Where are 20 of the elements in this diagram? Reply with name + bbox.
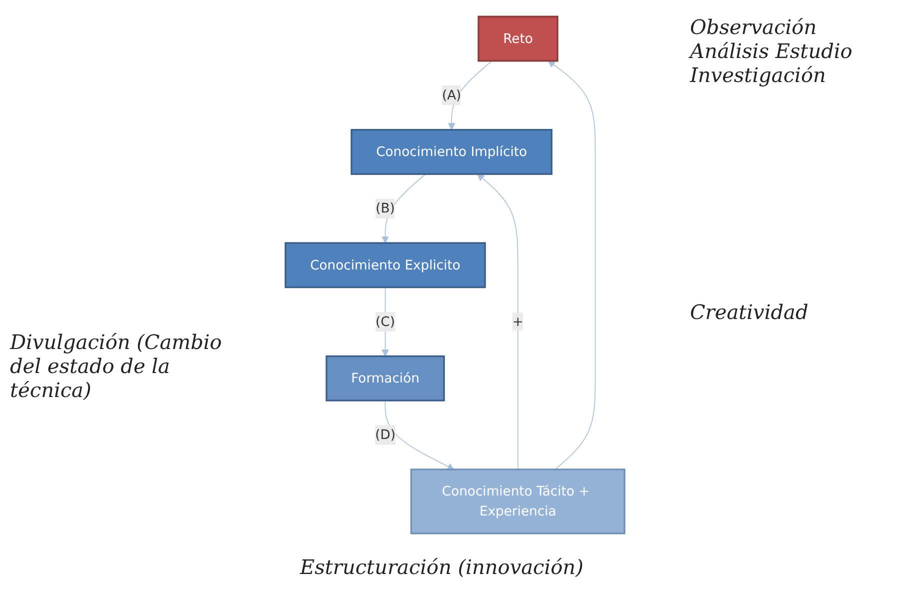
note-text: Observación Análisis Estudio Investigación: [690, 15, 854, 87]
edge-label: +: [512, 314, 524, 330]
edge-label: (D): [375, 426, 396, 442]
edge-label: (A): [442, 87, 462, 103]
note-text: Estructuración (innovación): [300, 555, 584, 579]
arrow: [448, 60, 492, 130]
node-box: Conocimiento Explicito: [284, 242, 486, 288]
node-box: Formación: [326, 355, 445, 402]
edge-label: (C): [376, 314, 395, 330]
edge-label: (B): [376, 200, 395, 216]
arrow: [384, 400, 454, 470]
node-box: Conocimiento Tácito + Experiencia: [410, 468, 626, 534]
arrow: [382, 174, 426, 244]
arrow: [548, 60, 596, 470]
arrow: [382, 286, 389, 357]
node-box: Conocimiento Implícito: [350, 128, 552, 175]
note-text: Divulgación (Cambio del estado de la técnica): [10, 330, 223, 402]
node-box: Reto: [478, 16, 558, 62]
arrow: [477, 174, 518, 470]
note-text: Creatividad: [690, 300, 810, 324]
